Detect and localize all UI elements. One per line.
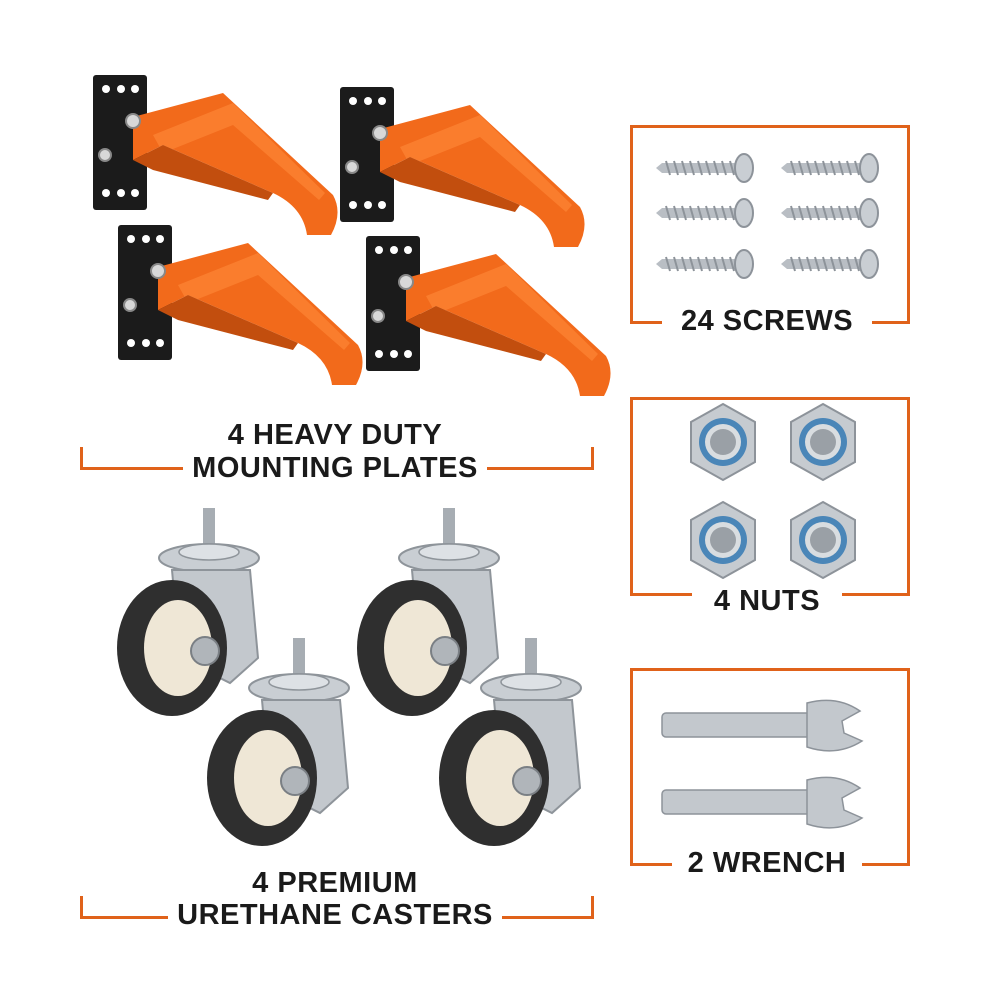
nuts-box <box>630 397 910 596</box>
lock-nut-icon <box>790 501 856 579</box>
screws-label: 24 SCREWS <box>662 304 872 338</box>
wrench-icon <box>661 699 863 752</box>
screw-icon <box>655 198 754 228</box>
mounting-plate-icon <box>117 224 364 386</box>
mounting-plate-icon <box>365 235 612 397</box>
casters-label-line1: 4 PREMIUM <box>230 866 440 900</box>
casters-label-line2: URETHANE CASTERS <box>168 898 502 932</box>
plates-label-line2: MOUNTING PLATES <box>183 451 487 485</box>
lock-nut-icon <box>690 403 756 481</box>
screw-icon <box>780 198 879 228</box>
screw-icon <box>780 249 879 279</box>
screw-icon <box>655 153 754 183</box>
caster-wheel-icon <box>438 637 582 847</box>
lock-nut-icon <box>790 403 856 481</box>
caster-wheel-icon <box>206 637 350 847</box>
wrench-icon <box>661 776 863 829</box>
screw-icon <box>655 249 754 279</box>
wrench-label: 2 WRENCH <box>672 846 862 880</box>
nuts-label: 4 NUTS <box>692 584 842 618</box>
lock-nut-icon <box>690 501 756 579</box>
screw-icon <box>780 153 879 183</box>
plates-label-line1: 4 HEAVY DUTY <box>210 418 460 452</box>
